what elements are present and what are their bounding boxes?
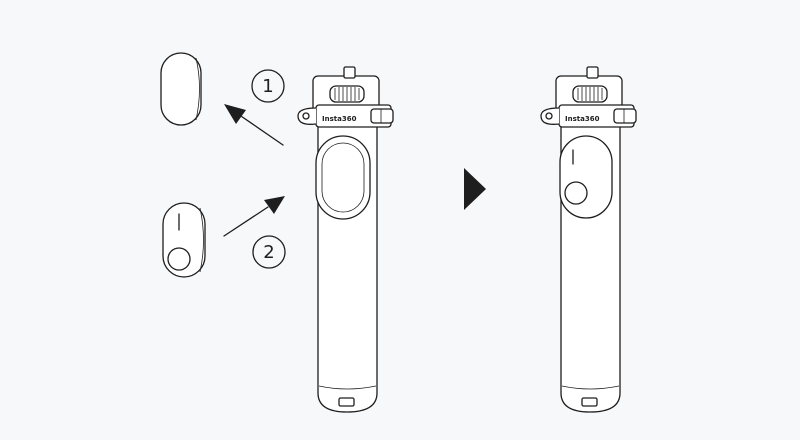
step-badge-1: 1	[251, 69, 285, 103]
arrow-up-left-icon	[224, 104, 284, 146]
brand-label-after: Insta360	[565, 115, 600, 123]
installed-button-module	[559, 135, 613, 219]
arrow-up-right-icon	[223, 196, 285, 237]
button-module	[162, 202, 206, 278]
step-badge-2: 2	[252, 235, 286, 269]
empty-recess	[315, 135, 371, 220]
grip-before: Insta360	[297, 66, 394, 413]
triangle-right-icon	[464, 168, 486, 210]
step-number-1: 1	[262, 76, 273, 97]
grip-after: Insta360	[540, 66, 637, 413]
brand-label-before: Insta360	[322, 115, 357, 123]
step-number-2: 2	[263, 242, 274, 263]
cover-plate	[160, 52, 202, 126]
